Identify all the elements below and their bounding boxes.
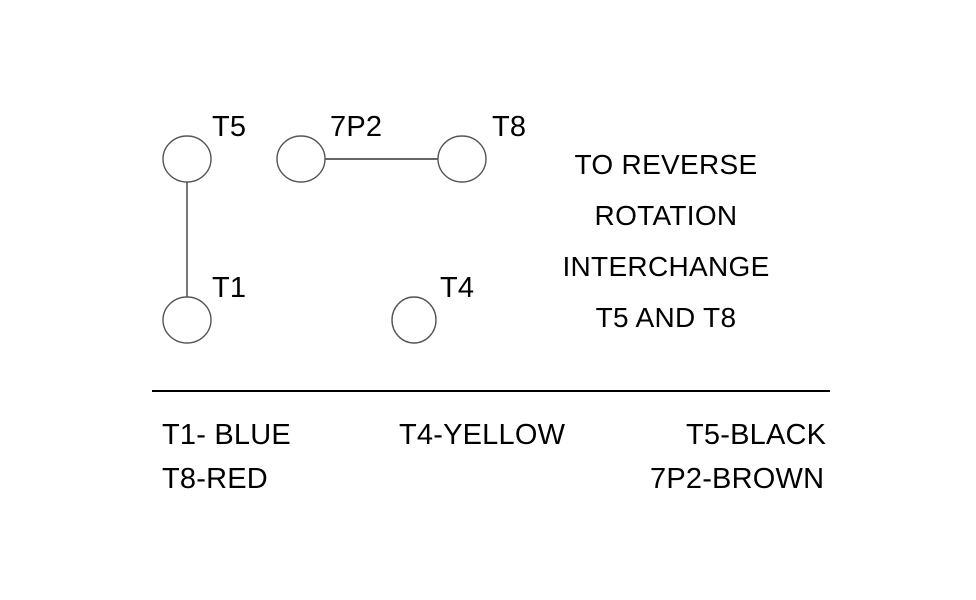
legend-entry-t8: T8-RED [162,463,268,495]
note-line-1: TO REVERSE [574,149,758,180]
legend-entry-t4: T4-YELLOW [399,419,566,451]
terminal-label-7p2: 7P2 [330,111,383,143]
note-line-2: ROTATION [594,200,738,231]
terminal-circle-t8[interactable] [437,135,487,183]
terminal-circle-t1[interactable] [162,296,212,344]
legend-entry-7p2: 7P2-BROWN [650,463,825,495]
reverse-rotation-note: TO REVERSE ROTATION INTERCHANGE T5 AND T… [506,139,826,343]
terminal-circle-7p2[interactable] [276,135,326,183]
legend-entry-t1: T1- BLUE [162,419,291,451]
terminal-label-t1: T1 [212,272,247,304]
terminal-circle-t5[interactable] [162,135,212,183]
terminal-label-t4: T4 [440,272,475,304]
note-line-3: INTERCHANGE [562,251,770,282]
terminal-label-t8: T8 [492,111,527,143]
terminal-circle-t4[interactable] [391,296,437,344]
terminal-label-t5: T5 [212,111,247,143]
legend-entry-t5: T5-BLACK [686,419,827,451]
note-line-4: T5 AND T8 [595,302,737,333]
